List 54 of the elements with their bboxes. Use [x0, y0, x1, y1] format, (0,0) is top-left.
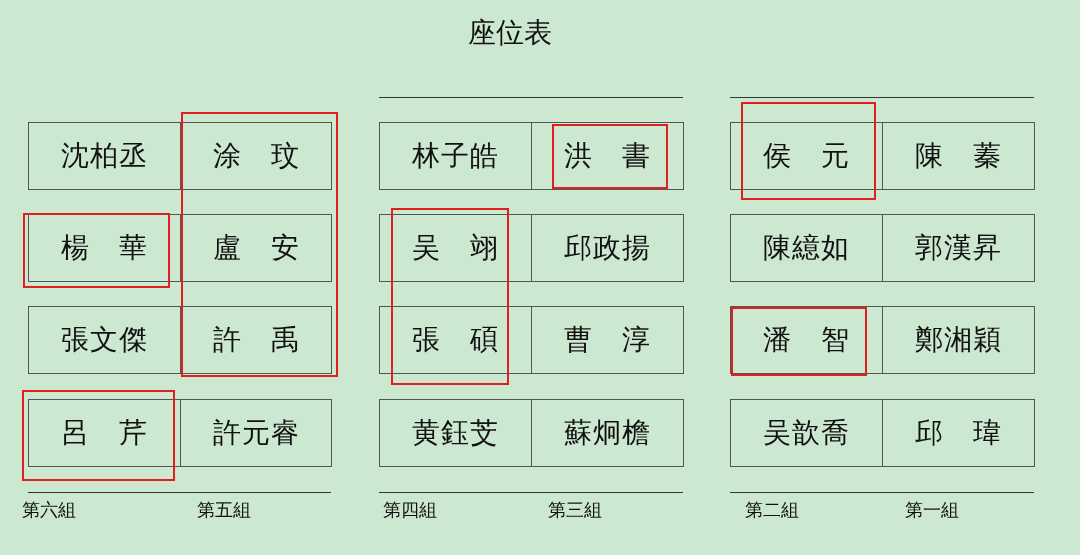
- seat-cell: [730, 399, 883, 467]
- seat-cell: [28, 214, 181, 282]
- student-name: 潘 智: [763, 322, 850, 358]
- student-name: 洪 書: [564, 138, 651, 174]
- student-name: 黄鈺芠: [412, 415, 499, 451]
- seat-cell: [180, 306, 332, 374]
- seat-cell: [730, 122, 883, 190]
- seat-cell: [28, 306, 181, 374]
- seat-cell: [379, 214, 532, 282]
- seat-cell: [379, 399, 532, 467]
- student-name: 許 禹: [212, 322, 300, 358]
- student-name: 郭漢昇: [915, 230, 1002, 266]
- seat-cell: [379, 122, 532, 190]
- student-name: 邱政揚: [564, 230, 651, 266]
- student-name: 陳繶如: [763, 230, 850, 266]
- seat-cell: [28, 399, 181, 467]
- seat-cell: [531, 306, 684, 374]
- title: 座位表: [467, 15, 553, 51]
- group-label: 第五組: [197, 498, 251, 522]
- seat-cell: [730, 214, 883, 282]
- seat-cell: [379, 306, 532, 374]
- seat-cell: [531, 122, 684, 190]
- student-name: 吴歆喬: [763, 415, 850, 451]
- student-name: 沈柏丞: [61, 138, 148, 174]
- student-name: 蘇炯檐: [564, 415, 651, 451]
- seat-cell: [882, 399, 1035, 467]
- student-name: 盧 安: [212, 230, 300, 266]
- group-label: 第二組: [745, 498, 799, 522]
- student-name: 鄭湘穎: [915, 322, 1002, 358]
- seat-cell: [882, 306, 1035, 374]
- student-name: 張文傑: [61, 322, 148, 358]
- student-name: 吴 翊: [412, 230, 499, 266]
- seat-cell: [882, 214, 1035, 282]
- group-label: 第六組: [22, 498, 76, 522]
- seat-cell: [180, 122, 332, 190]
- seat-cell: [28, 122, 181, 190]
- group-label: 第四組: [383, 498, 437, 522]
- student-name: 邱 瑋: [915, 415, 1002, 451]
- seat-cell: [531, 214, 684, 282]
- student-name: 涂 玟: [212, 138, 300, 174]
- student-name: 許元睿: [212, 415, 300, 451]
- student-name: 林子皓: [412, 138, 499, 174]
- seat-cell: [882, 122, 1035, 190]
- student-name: 侯 元: [763, 138, 850, 174]
- student-name: 張 碩: [412, 322, 499, 358]
- seat-cell: [180, 399, 332, 467]
- seat-cell: [531, 399, 684, 467]
- student-name: 呂 芹: [61, 415, 148, 451]
- student-name: 曹 淳: [564, 322, 651, 358]
- student-name: 楊 華: [61, 230, 148, 266]
- group-label: 第一組: [905, 498, 959, 522]
- student-name: 陳 蓁: [915, 138, 1002, 174]
- group-label: 第三組: [548, 498, 602, 522]
- seat-cell: [180, 214, 332, 282]
